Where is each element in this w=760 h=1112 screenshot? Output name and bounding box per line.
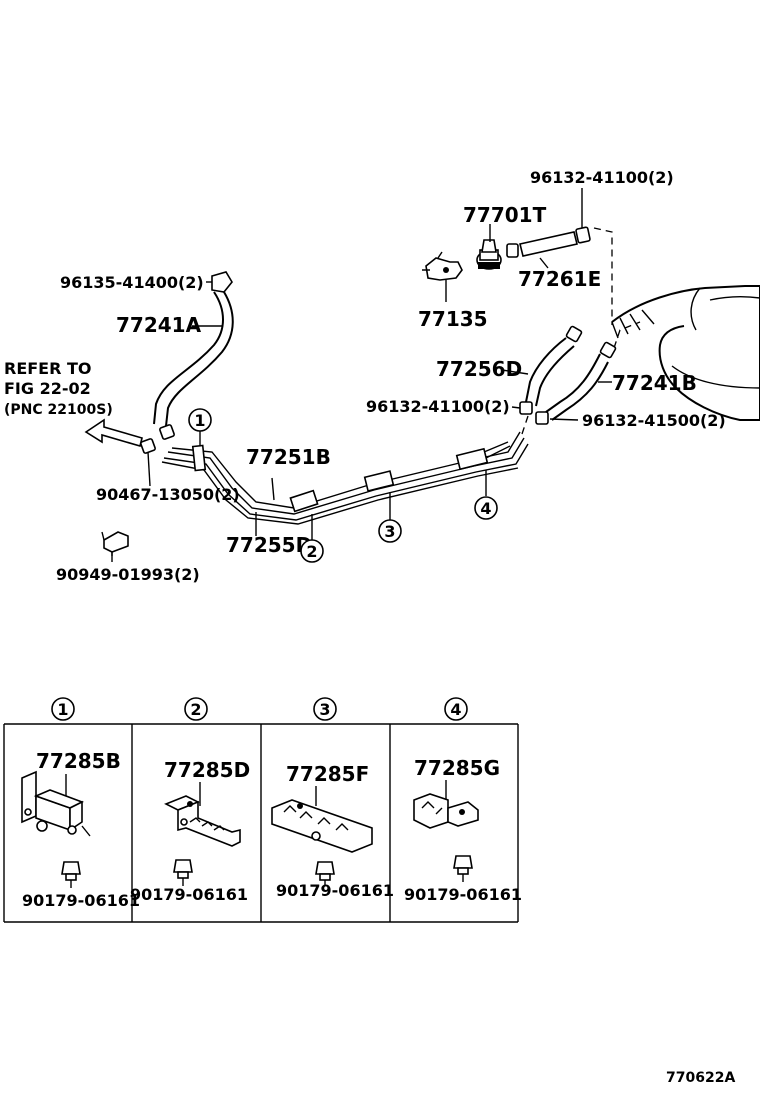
bolt-panel-2 bbox=[173, 859, 193, 886]
callout-90467-13050: 90467-13050(2) bbox=[96, 485, 240, 504]
bracket-77135 bbox=[422, 251, 463, 281]
callout-77241A: 77241A bbox=[116, 313, 202, 337]
bolt-panel-4 bbox=[453, 855, 473, 882]
panel-2-clamp-label: 77285D bbox=[164, 758, 250, 782]
clip-96135 bbox=[211, 271, 233, 293]
clamp-77285D bbox=[164, 795, 241, 847]
bolt-panel-1 bbox=[61, 861, 81, 888]
callout-77256D: 77256D bbox=[436, 357, 522, 381]
callout-77255D: 77255D bbox=[226, 533, 312, 557]
callout-77135: 77135 bbox=[418, 307, 488, 331]
refer-line-1: REFER TO bbox=[4, 359, 92, 378]
dashed-line-tank bbox=[613, 321, 641, 349]
panel-2-bolt-label: 90179-06161 bbox=[130, 885, 248, 904]
svg-text:3: 3 bbox=[384, 522, 395, 541]
callout-77701T: 77701T bbox=[463, 203, 547, 227]
clip-96132-41500 bbox=[535, 411, 549, 425]
panel-marker-4: 4 bbox=[444, 697, 468, 721]
panel-4-bolt-label: 90179-06161 bbox=[404, 885, 522, 904]
callout-96135-41400: 96135-41400(2) bbox=[60, 273, 204, 292]
hose-77261E bbox=[519, 231, 578, 257]
tube-ends-right bbox=[483, 441, 511, 459]
callout-77251B: 77251B bbox=[246, 445, 331, 469]
refer-line-2: FIG 22-02 bbox=[4, 379, 91, 398]
grommet-90949 bbox=[101, 531, 129, 556]
detail-panels bbox=[3, 723, 519, 923]
clip-77241B-top bbox=[599, 341, 617, 359]
clamp-on-tube-3 bbox=[363, 470, 395, 492]
svg-text:4: 4 bbox=[450, 700, 461, 719]
fuel-tank bbox=[611, 285, 760, 421]
callout-96132-41100-mid: 96132-41100(2) bbox=[366, 397, 510, 416]
callout-77261E: 77261E bbox=[518, 267, 601, 291]
marker-1: 1 bbox=[188, 408, 212, 432]
marker-2: 2 bbox=[300, 539, 324, 563]
callout-96132-41500: 96132-41500(2) bbox=[582, 411, 726, 430]
svg-text:2: 2 bbox=[306, 542, 317, 561]
figure-code: 770622A bbox=[666, 1070, 735, 1086]
hose-77241A bbox=[153, 291, 234, 427]
panel-3-bolt-label: 90179-06161 bbox=[276, 881, 394, 900]
clamp-on-tube-4 bbox=[455, 447, 489, 471]
svg-text:2: 2 bbox=[190, 700, 201, 719]
refer-arrow bbox=[84, 418, 143, 447]
valve-77701T bbox=[476, 239, 502, 270]
clamp-77285B bbox=[21, 770, 91, 837]
callout-77241B: 77241B bbox=[612, 371, 697, 395]
clip-small-top bbox=[506, 243, 519, 258]
svg-text:1: 1 bbox=[194, 411, 205, 430]
callout-96132-41100-top: 96132-41100(2) bbox=[530, 168, 674, 187]
bolt-panel-3 bbox=[315, 861, 335, 886]
refer-line-3: (PNC 22100S) bbox=[4, 402, 113, 418]
clamp-on-tube-1 bbox=[191, 444, 207, 472]
marker-3: 3 bbox=[378, 519, 402, 543]
clip-77256D-top bbox=[565, 325, 583, 343]
clip-96132-mid bbox=[519, 401, 533, 415]
panel-3-clamp-label: 77285F bbox=[286, 762, 369, 786]
hose-77241B bbox=[545, 353, 609, 421]
panel-marker-2: 2 bbox=[184, 697, 208, 721]
panel-marker-1: 1 bbox=[51, 697, 75, 721]
clip-96132-top bbox=[575, 226, 591, 244]
dashed-line-low bbox=[521, 415, 529, 435]
marker-4: 4 bbox=[474, 496, 498, 520]
hose-77256D bbox=[525, 337, 575, 407]
panel-1-clamp-label: 77285B bbox=[36, 749, 121, 773]
clamp-on-tube-2 bbox=[289, 489, 319, 513]
dashed-line-top bbox=[593, 227, 613, 325]
panel-1-bolt-label: 90179-06161 bbox=[22, 891, 140, 910]
fuel-tubes bbox=[161, 431, 529, 525]
panel-4-clamp-label: 77285G bbox=[414, 756, 500, 780]
clamp-77285F bbox=[271, 799, 373, 853]
leader-lines bbox=[111, 188, 612, 562]
svg-text:1: 1 bbox=[57, 700, 68, 719]
clip-90467 bbox=[140, 438, 156, 454]
clamp-77285G bbox=[413, 793, 479, 829]
svg-text:3: 3 bbox=[319, 700, 330, 719]
panel-marker-3: 3 bbox=[313, 697, 337, 721]
clip-hose-bottom bbox=[159, 424, 175, 440]
callout-90949-01993: 90949-01993(2) bbox=[56, 565, 200, 584]
svg-text:4: 4 bbox=[480, 499, 491, 518]
